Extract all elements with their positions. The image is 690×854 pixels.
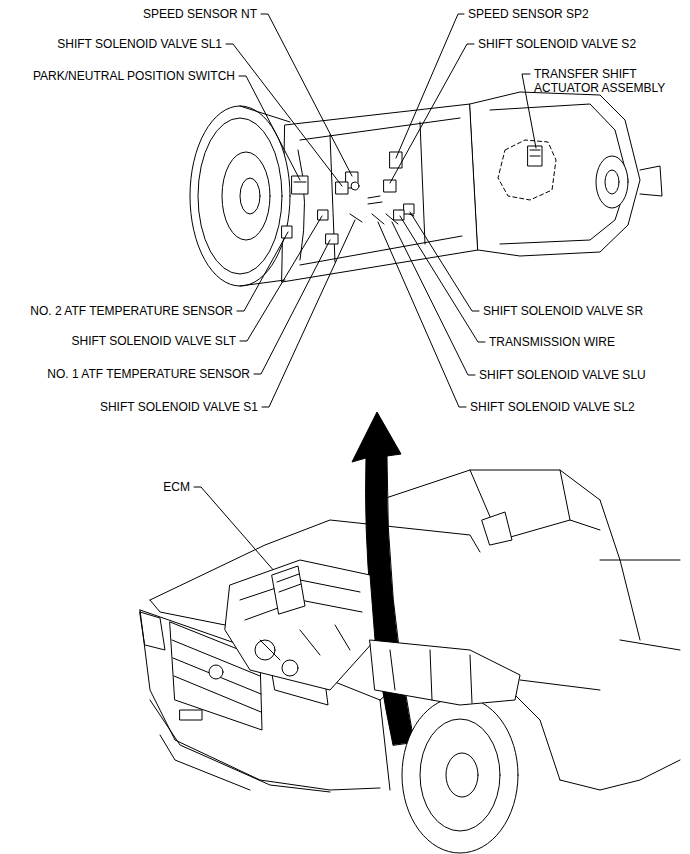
- part-label: ECM: [163, 480, 190, 494]
- vehicle-drawing: [140, 470, 680, 853]
- transmission-drawing: [190, 92, 662, 286]
- part-label: NO. 2 ATF TEMPERATURE SENSOR: [30, 304, 233, 318]
- part-label: SHIFT SOLENOID VALVE SLT: [72, 334, 237, 348]
- part-label: SHIFT SOLENOID VALVE SL1: [57, 37, 222, 51]
- part-label: SHIFT SOLENOID VALVE SR: [483, 304, 643, 318]
- part-label: NO. 1 ATF TEMPERATURE SENSOR: [47, 367, 250, 381]
- part-label: TRANSFER SHIFT ACTUATOR ASSEMBLY: [534, 67, 684, 95]
- part-label: SPEED SENSOR NT: [143, 7, 257, 21]
- part-label: TRANSMISSION WIRE: [489, 335, 615, 349]
- part-label: SHIFT SOLENOID VALVE S1: [100, 400, 258, 414]
- part-label: SPEED SENSOR SP2: [468, 7, 589, 21]
- part-label: SHIFT SOLENOID VALVE SL2: [470, 400, 635, 414]
- part-label: SHIFT SOLENOID VALVE S2: [478, 37, 636, 51]
- leader-lines: [194, 14, 536, 572]
- part-label: SHIFT SOLENOID VALVE SLU: [479, 368, 646, 382]
- part-label: PARK/NEUTRAL POSITION SWITCH: [33, 69, 235, 83]
